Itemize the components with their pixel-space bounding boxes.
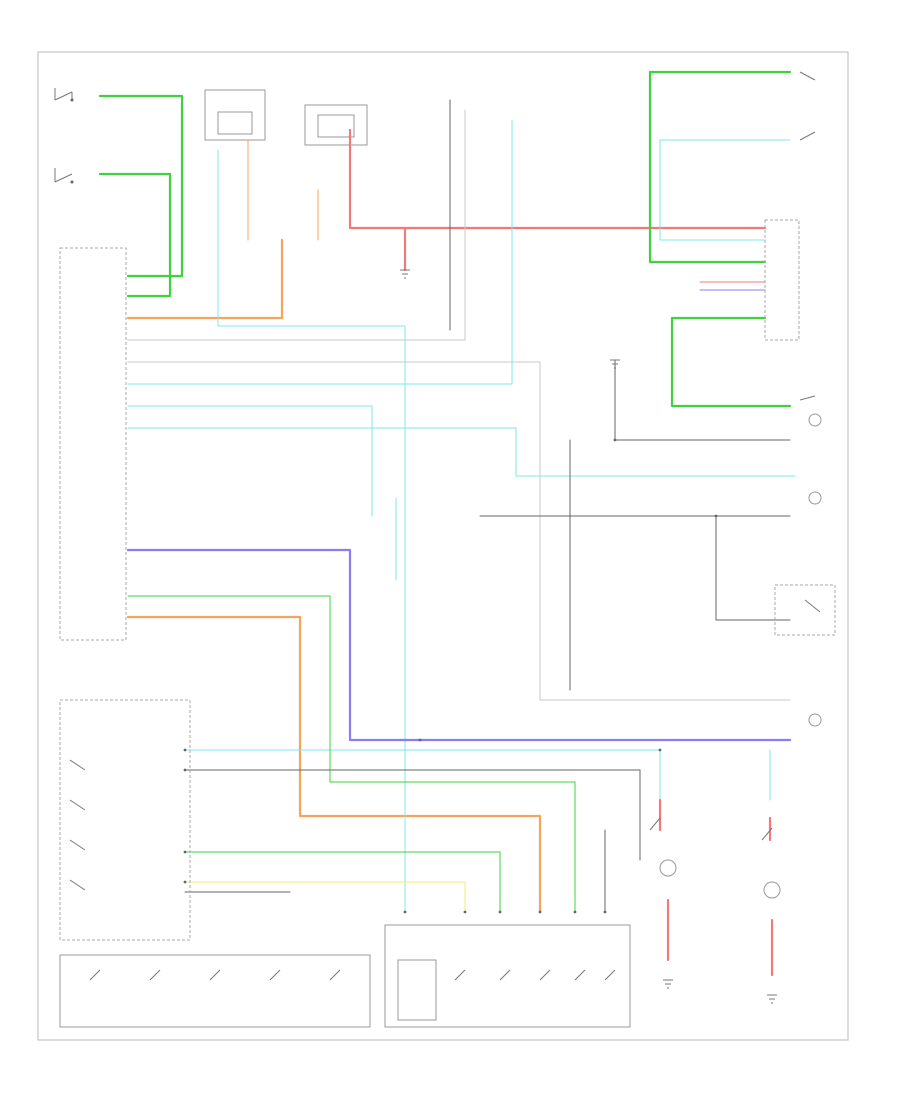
wire-cyan-7: [659, 139, 791, 241]
wire-black-6: [184, 769, 641, 861]
wire-cyan-main: [217, 149, 406, 913]
lamp-icon: [808, 713, 822, 727]
body-control-module: [59, 247, 127, 641]
wire-green-2: [98, 172, 172, 298]
switch-icon: [69, 759, 86, 891]
switch-icon: [454, 969, 616, 981]
door-switch-left: [54, 88, 74, 102]
door-module-right: [764, 219, 800, 341]
ground-icon: [400, 269, 410, 279]
control-switch-sub: [397, 959, 437, 1021]
wire-cyan-4: [127, 427, 796, 477]
wire-black-2: [614, 359, 791, 441]
ground-icon: [663, 979, 673, 989]
wire-gray-1: [127, 109, 466, 341]
switch-icon: [649, 599, 821, 841]
wire-green-r2: [670, 316, 792, 408]
wire-cyan-2: [127, 119, 513, 385]
control-switch-panel-mid: [384, 924, 631, 1028]
wire-orange-4: [126, 615, 542, 914]
ground-icon: [767, 994, 777, 1004]
switch-icon: [799, 71, 816, 401]
wire-cyan-3: [127, 405, 373, 517]
switch-icon: [70, 98, 74, 102]
lamp-icon: [659, 859, 677, 877]
wire-purple-1: [126, 548, 792, 742]
wire-green-r1: [648, 70, 792, 264]
wire-cyan-6: [184, 749, 661, 801]
diagram-frame: [37, 51, 849, 1041]
switch-icon: [70, 180, 74, 184]
relay-inner-2: [317, 114, 355, 138]
lamp-icon: [763, 881, 781, 899]
switch-icon: [89, 969, 341, 981]
wire-yellow-1: [184, 881, 466, 913]
wire-orange-1: [126, 238, 284, 320]
wire-green-3: [127, 595, 576, 913]
door-switch-left-2: [54, 168, 74, 184]
wire-green-1: [98, 94, 184, 278]
lamp-icon: [808, 413, 822, 427]
relay-inner-1: [217, 111, 253, 135]
wire-red-1: [348, 128, 767, 230]
relay-box-1: [204, 89, 266, 141]
relay-box-2: [304, 104, 368, 146]
front-control-unit: [59, 699, 191, 941]
control-switch-panel-left: [59, 954, 371, 1028]
lamp-icon: [808, 491, 822, 505]
wire-green-4: [184, 851, 501, 913]
wire-gray-2: [127, 361, 791, 701]
wire-black-5: [715, 515, 791, 621]
ground-icon: [610, 359, 620, 369]
connector-icon: [183, 438, 718, 914]
rear-unit-right: [774, 584, 836, 636]
